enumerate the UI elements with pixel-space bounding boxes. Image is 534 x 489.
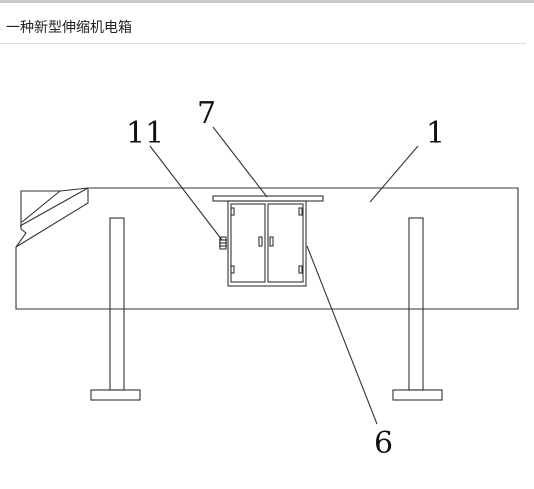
callout-7: 7: [197, 96, 216, 131]
left-leg: [109, 217, 125, 391]
title-divider: [0, 43, 526, 44]
hinge-left-bottom: [230, 265, 235, 274]
box-right-door: [267, 203, 304, 283]
callout-1: 1: [426, 116, 445, 151]
leader-line-1: [369, 145, 419, 203]
hinge-right-top: [298, 207, 303, 216]
left-slope-line-lower: [15, 189, 89, 248]
callout-6: 6: [374, 426, 393, 461]
left-foot: [90, 389, 141, 401]
top-border-bar: [0, 0, 534, 3]
left-slope-line-upper: [19, 187, 89, 227]
page-title: 一种新型伸缩机电箱: [6, 20, 132, 36]
right-foot: [392, 389, 443, 401]
cover-plate: [212, 195, 324, 202]
right-door-handle: [269, 236, 274, 247]
leader-line-6: [306, 245, 378, 425]
main-body-outline: [15, 187, 519, 310]
box-left-door: [230, 203, 266, 283]
left-door-handle: [258, 236, 263, 247]
hinge-right-bottom: [298, 265, 303, 274]
left-slope-line-inner: [21, 190, 61, 223]
hinge-left-top: [230, 207, 235, 216]
box-outer-frame: [227, 200, 307, 287]
leader-line-7: [212, 126, 268, 198]
leader-line-11: [149, 145, 223, 241]
callout-11: 11: [126, 116, 164, 151]
right-leg: [408, 217, 424, 391]
